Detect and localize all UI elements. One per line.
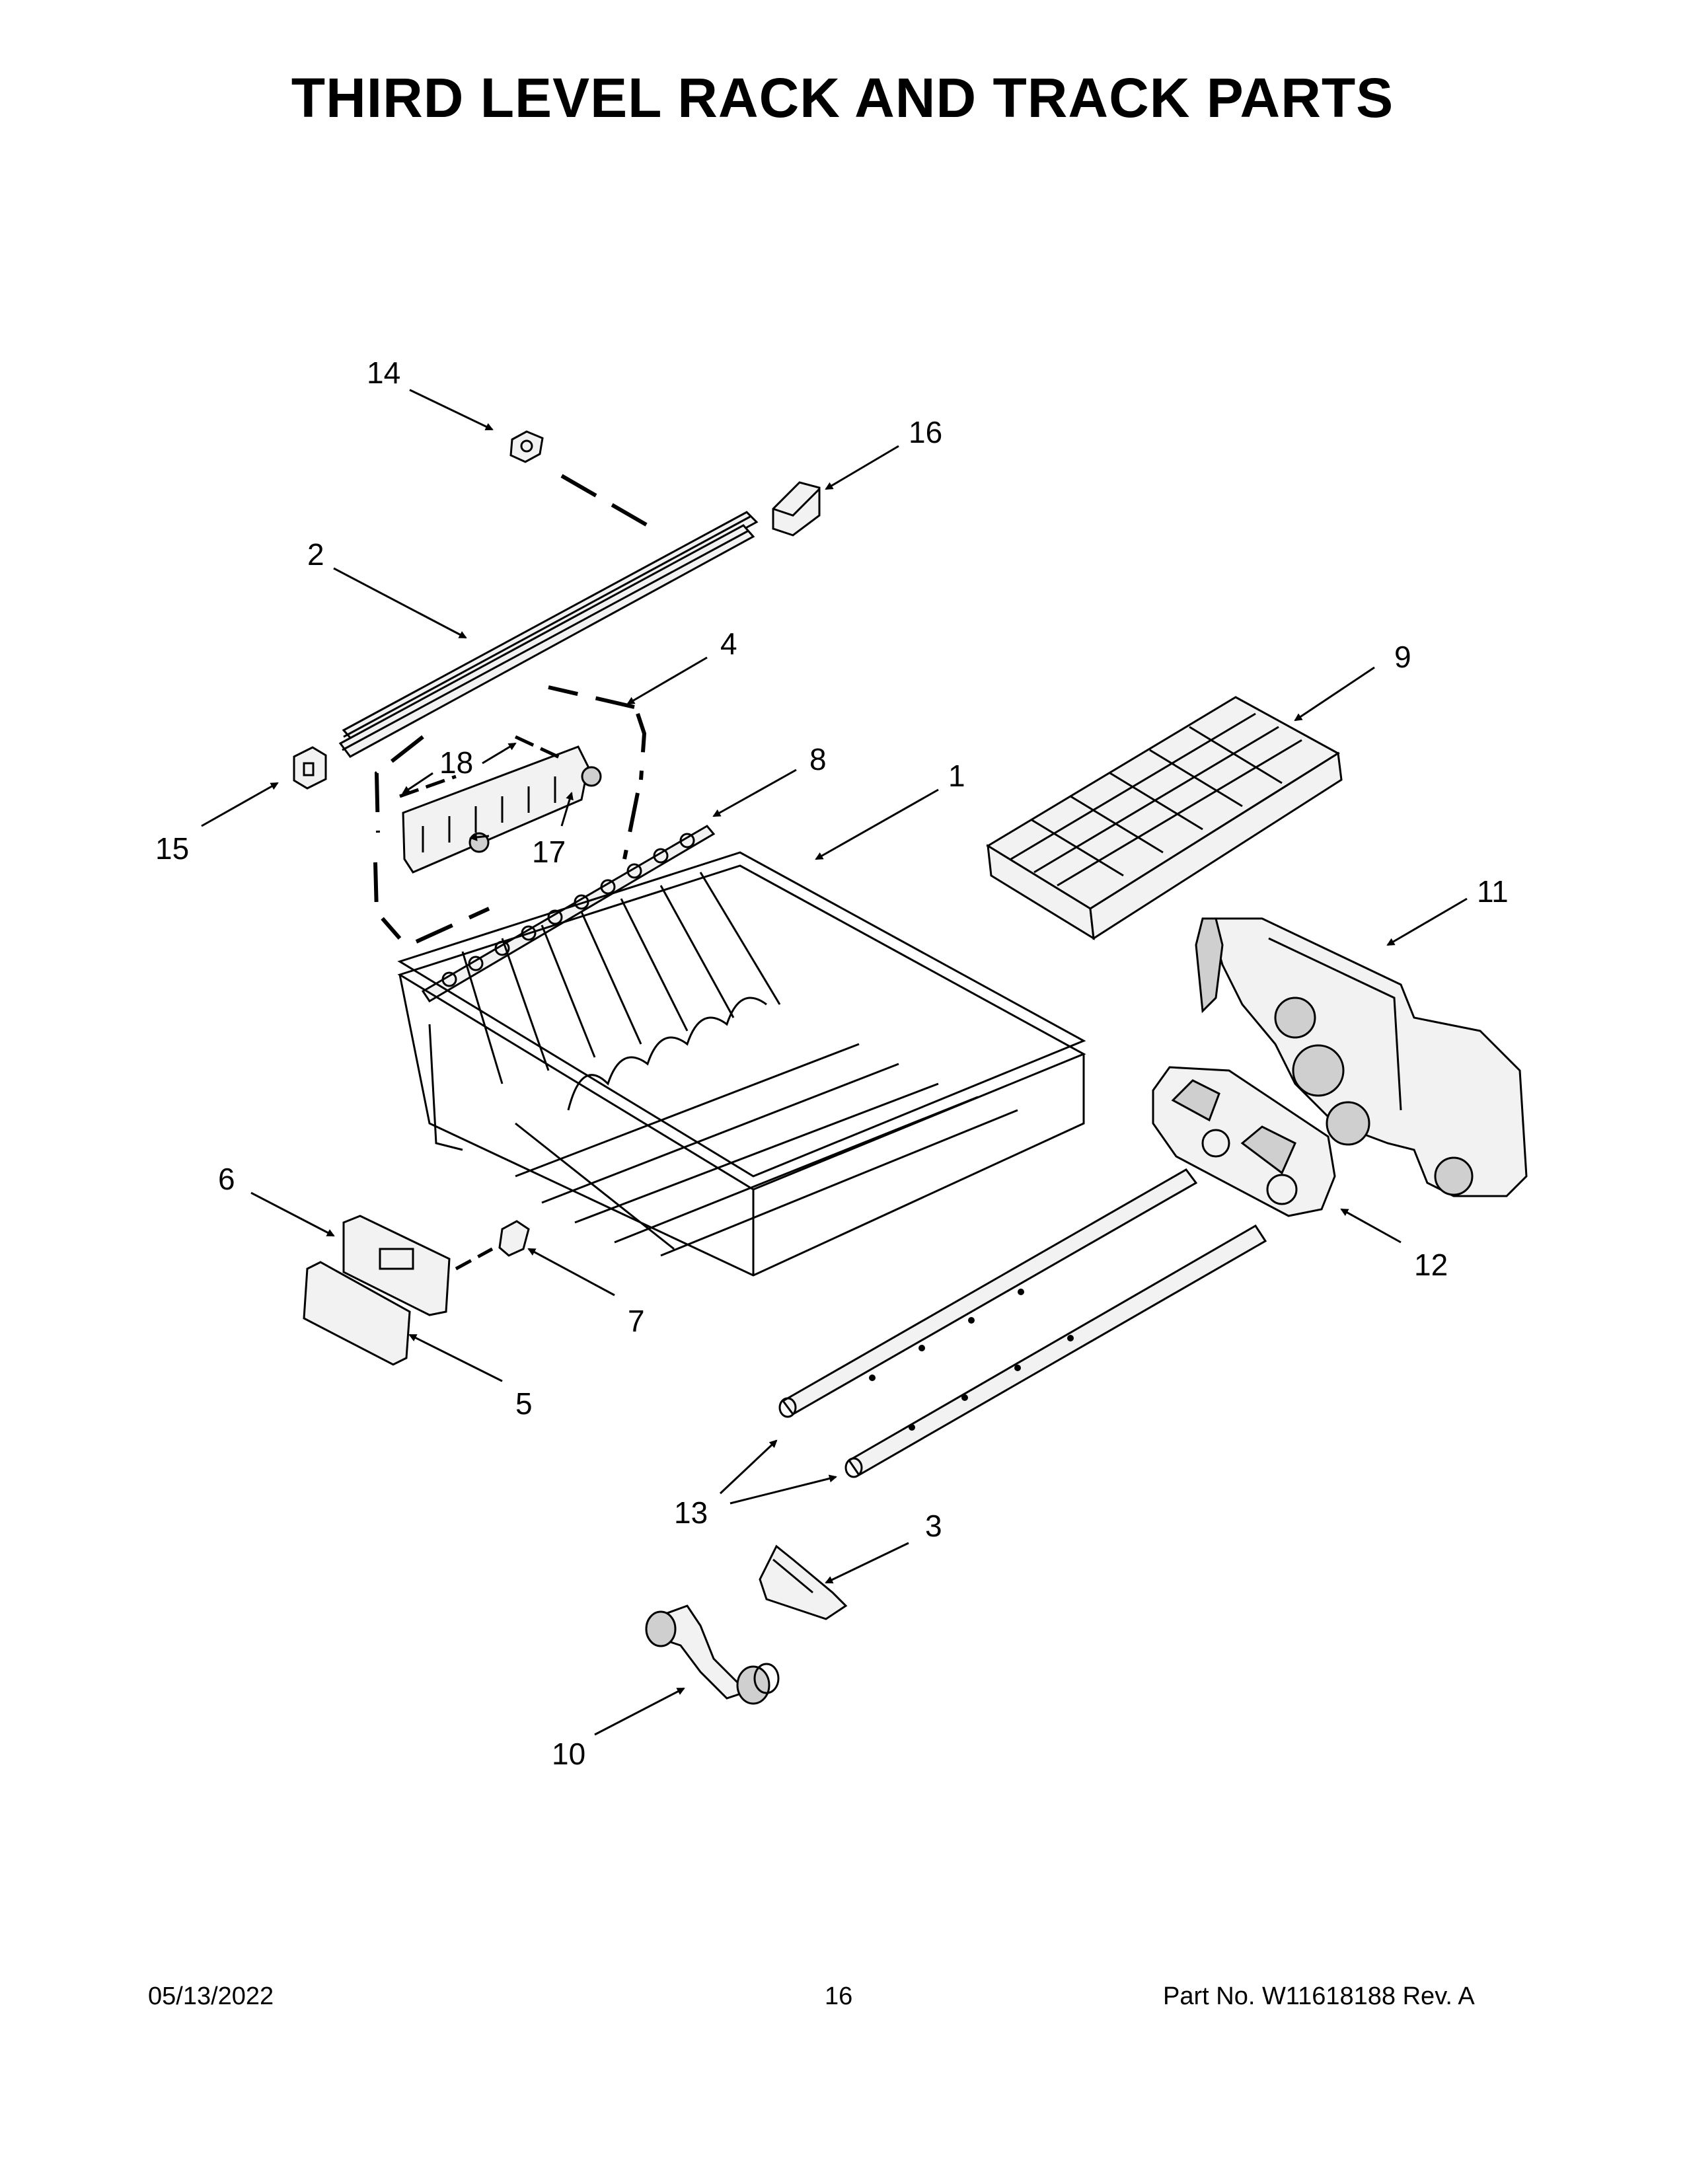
callout-4: 4: [720, 626, 737, 661]
part-9-basket: [986, 696, 1343, 940]
callout-14: 14: [367, 356, 400, 390]
callout-6: 6: [218, 1162, 235, 1196]
part-3-clip: [759, 1544, 848, 1620]
callout-17: 17: [532, 835, 566, 869]
callout-10: 10: [552, 1737, 585, 1771]
callout-12: 12: [1414, 1248, 1448, 1282]
callout-18: 18: [439, 745, 473, 780]
part-2-track-rail: [338, 511, 759, 758]
callout-15: 15: [155, 831, 189, 866]
callout-8: 8: [809, 742, 827, 776]
part-7-screw: [498, 1220, 530, 1257]
part-13-rods: [778, 1168, 1267, 1478]
part-1-wire-rack: [397, 851, 1086, 1277]
leader-lines: [201, 389, 1468, 1736]
page-title: THIRD LEVEL RACK AND TRACK PARTS: [291, 67, 1394, 129]
part-15-end-stop: [293, 746, 327, 790]
callout-3: 3: [925, 1509, 942, 1543]
footer-date: 05/13/2022: [148, 1982, 274, 2010]
part-4-assembly-bracket: [373, 685, 647, 944]
part-6-bracket: [342, 1215, 451, 1316]
part-8-roller-strip: [421, 825, 716, 1003]
callout-2: 2: [307, 537, 324, 572]
callout-13: 13: [674, 1495, 708, 1530]
callout-1: 1: [948, 759, 965, 793]
callout-5: 5: [515, 1386, 533, 1421]
callout-11: 11: [1477, 874, 1509, 909]
callout-9: 9: [1394, 640, 1411, 674]
part-5-end-cap: [303, 1261, 411, 1366]
part-7-fastener-line: [455, 1247, 494, 1271]
part-14-fastener-line: [560, 474, 652, 529]
part-10-roller-arm: [645, 1604, 780, 1705]
part-17-18-bracket: [399, 735, 602, 874]
part-11-gear-housing: [1195, 917, 1528, 1197]
callout-16: 16: [909, 415, 942, 449]
callout-7: 7: [628, 1304, 645, 1338]
footer-part-number: Part No. W11618188 Rev. A: [1163, 1982, 1475, 2010]
part-14-clip: [509, 430, 544, 463]
part-12-cover-plate: [1152, 1066, 1336, 1217]
part-16-end-cap: [772, 481, 821, 537]
footer-page-number: 16: [825, 1982, 853, 2010]
